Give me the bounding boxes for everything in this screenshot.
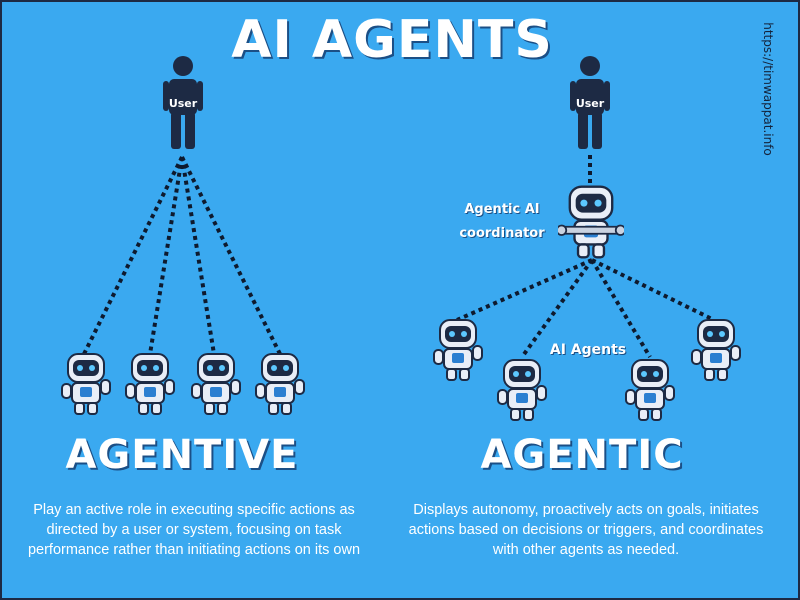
robot-icon xyxy=(61,353,111,415)
user-figure-right: User xyxy=(570,54,610,149)
robot-icon xyxy=(691,319,741,381)
user-figure-left: User xyxy=(163,54,203,149)
robot-agent-left-2 xyxy=(122,352,178,416)
robot-icon xyxy=(497,359,547,421)
robot-agent-right-2 xyxy=(494,358,550,422)
robot-icon xyxy=(433,319,483,381)
robot-agent-right-4 xyxy=(688,318,744,382)
connector-right-2 xyxy=(520,258,594,359)
robot-icon xyxy=(255,353,305,415)
connector-left-3 xyxy=(180,156,216,355)
connector-right-1 xyxy=(456,258,593,322)
coordinator-label: Agentic AI coordinator xyxy=(459,202,545,241)
heading-agentic: AGENTIC xyxy=(480,432,684,478)
user-label-left: User xyxy=(168,97,198,110)
page-title: AI AGENTS xyxy=(231,10,553,70)
robot-wrench-icon xyxy=(555,185,627,259)
robot-icon xyxy=(125,353,175,415)
robot-agent-right-3 xyxy=(622,358,678,422)
robot-icon xyxy=(625,359,675,421)
robot-agent-left-4 xyxy=(252,352,308,416)
connector-right-3 xyxy=(590,258,652,359)
robot-coordinator xyxy=(555,184,627,260)
agents-label: AI Agents xyxy=(549,342,627,358)
heading-agentive: AGENTIVE xyxy=(65,432,299,478)
person-icon xyxy=(570,56,610,149)
description-agentic: Displays autonomy, proactively acts on g… xyxy=(408,502,764,558)
robot-agent-right-1 xyxy=(430,318,486,382)
connector-left-2 xyxy=(148,156,184,355)
description-agentive: Play an active role in executing specifi… xyxy=(27,502,361,558)
robot-icon xyxy=(191,353,241,415)
person-icon xyxy=(163,56,203,149)
connector-right-4 xyxy=(591,258,715,322)
user-label-right: User xyxy=(575,97,605,110)
robot-agent-left-3 xyxy=(188,352,244,416)
robot-agent-left-1 xyxy=(58,352,114,416)
